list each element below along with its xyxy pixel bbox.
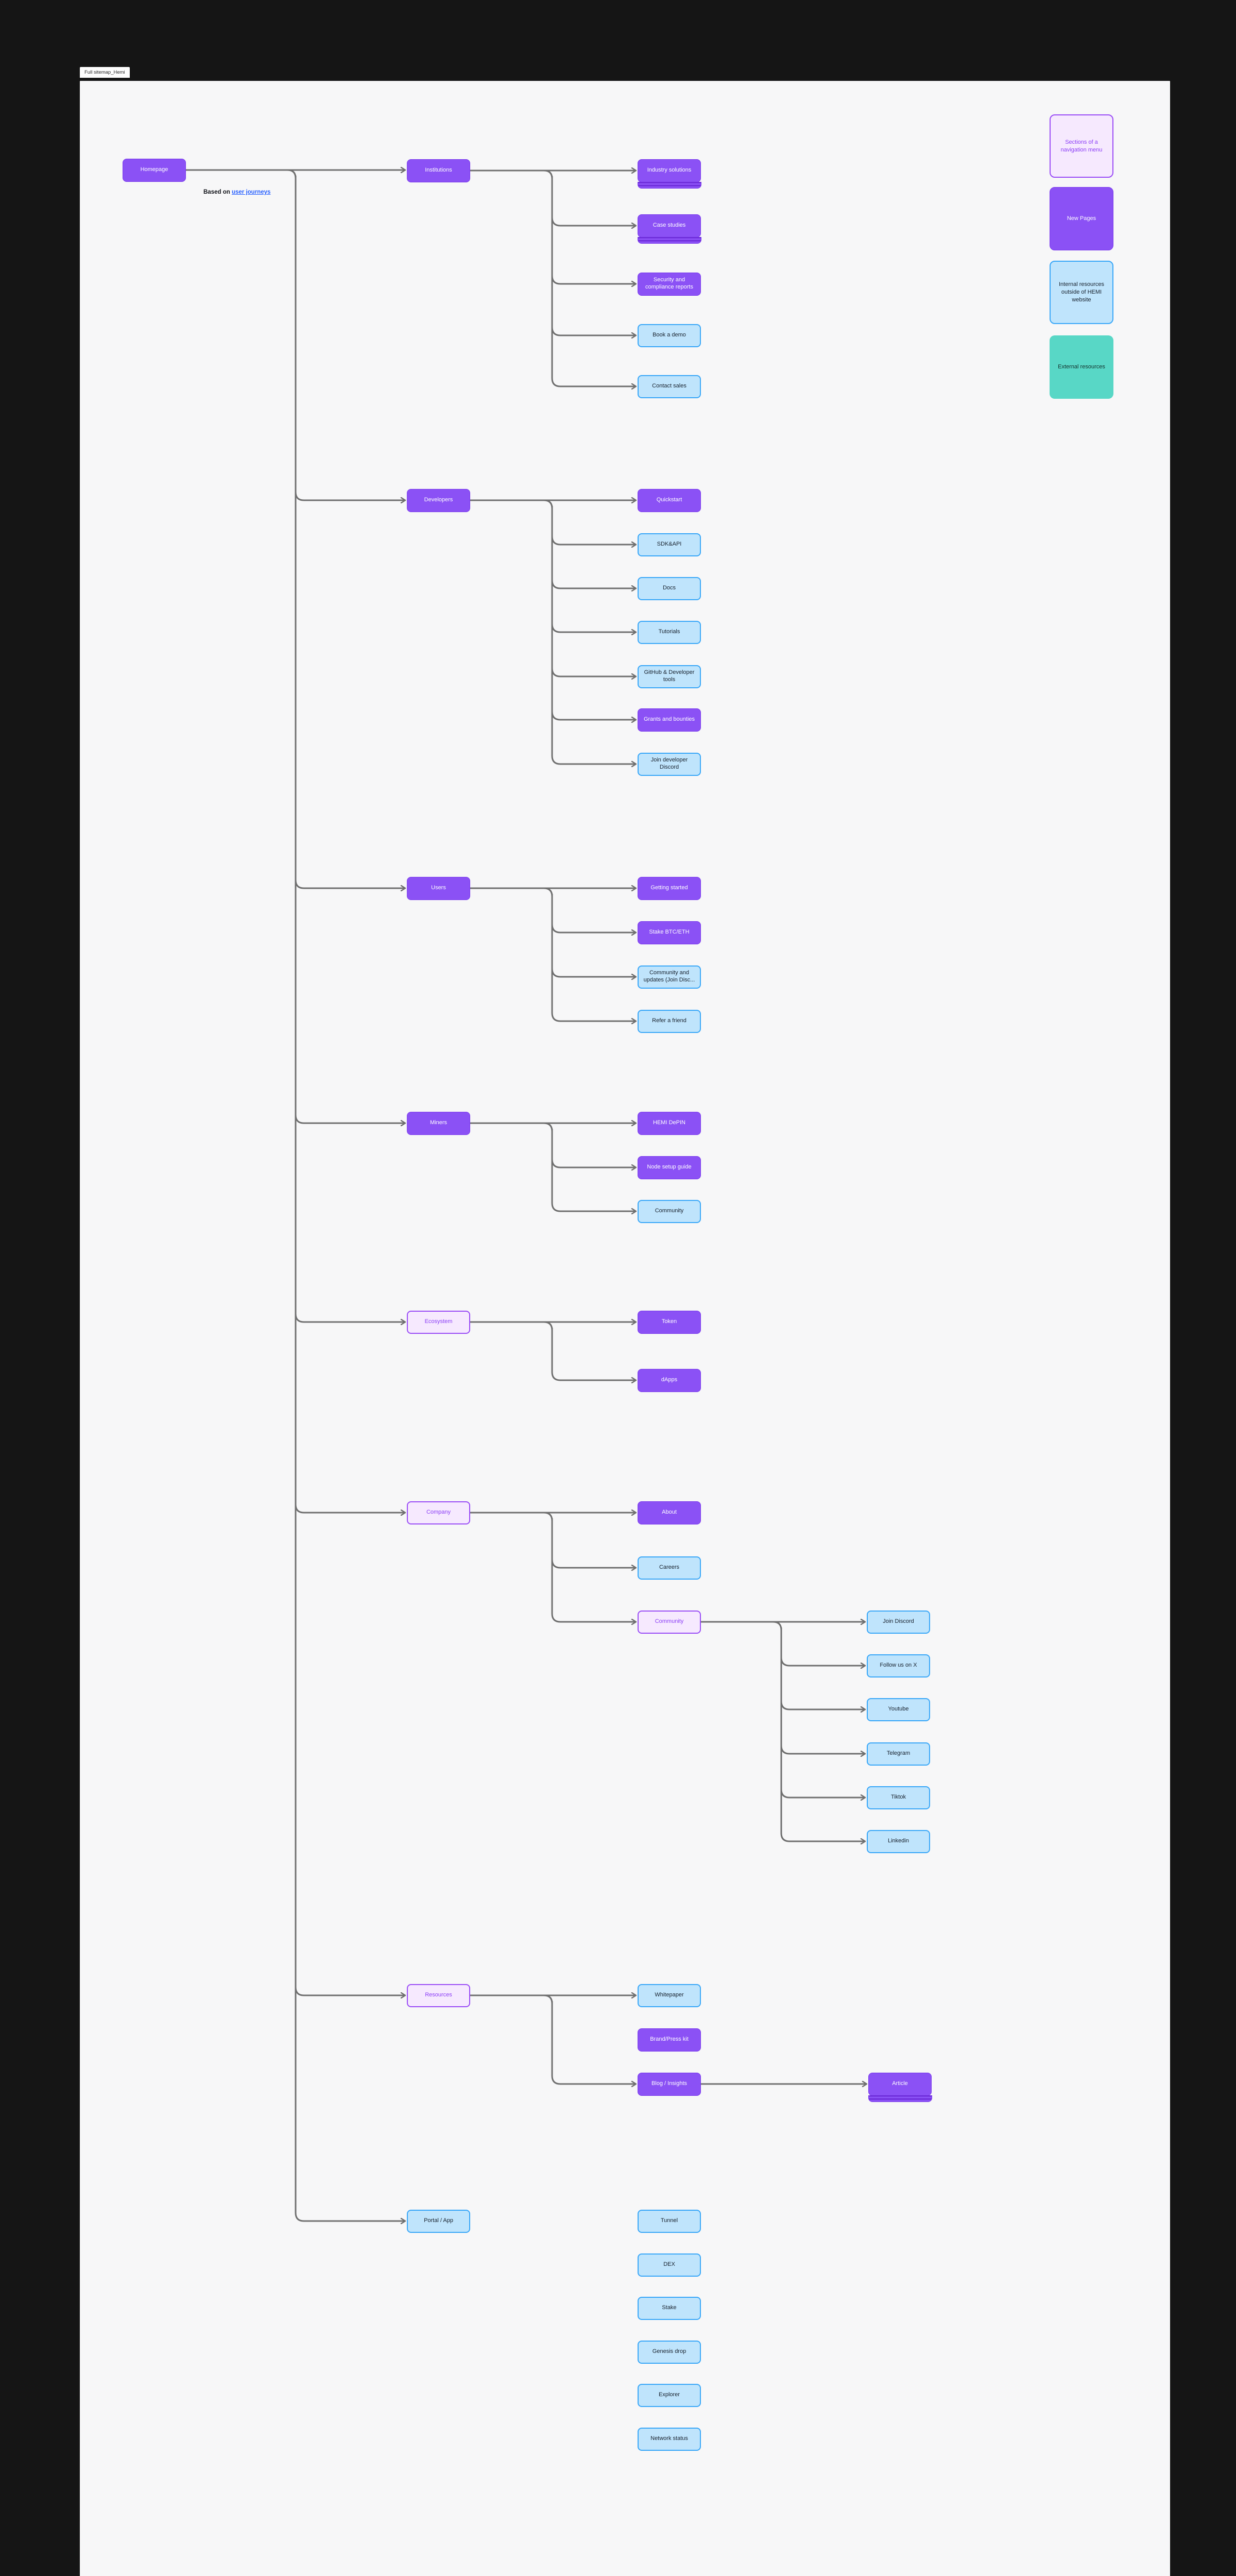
node-dex[interactable]: DEX xyxy=(638,2253,701,2277)
node-book_demo[interactable]: Book a demo xyxy=(638,324,701,347)
node-users[interactable]: Users xyxy=(407,876,470,900)
node-hemi_depin[interactable]: HEMI DePIN xyxy=(638,1111,701,1135)
node-youtube[interactable]: Youtube xyxy=(867,1698,930,1721)
node-token[interactable]: Token xyxy=(638,1310,701,1334)
node-tiktok[interactable]: Tiktok xyxy=(867,1786,930,1809)
node-about[interactable]: About xyxy=(638,1501,701,1524)
node-company[interactable]: Company xyxy=(407,1501,470,1524)
node-miners_community[interactable]: Community xyxy=(638,1199,701,1223)
node-miners[interactable]: Miners xyxy=(407,1111,470,1135)
legend-item-3[interactable]: Internal resources outside of HEMI websi… xyxy=(1050,261,1113,324)
node-ecosystem[interactable]: Ecosystem xyxy=(407,1310,470,1334)
node-case_studies[interactable]: Case studies xyxy=(637,214,701,244)
node-docs[interactable]: Docs xyxy=(638,577,701,600)
diagram-canvas[interactable]: Based on user journeys xyxy=(80,81,1170,2576)
node-ind_solutions[interactable]: Industry solutions xyxy=(637,159,701,189)
node-developers[interactable]: Developers xyxy=(407,488,470,512)
node-tutorials[interactable]: Tutorials xyxy=(638,620,701,644)
node-blog[interactable]: Blog / Insights xyxy=(638,2072,701,2096)
node-stake_btc[interactable]: Stake BTC/ETH xyxy=(638,921,701,944)
node-article[interactable]: Article xyxy=(868,2072,932,2102)
based-on-note: Based on user journeys xyxy=(203,189,270,195)
node-portal[interactable]: Portal / App xyxy=(407,2209,470,2233)
node-brand_kit[interactable]: Brand/Press kit xyxy=(638,2028,701,2052)
node-homepage[interactable]: Homepage xyxy=(123,158,186,182)
node-refer_friend[interactable]: Refer a friend xyxy=(638,1009,701,1033)
node-explorer[interactable]: Explorer xyxy=(638,2383,701,2407)
node-telegram[interactable]: Telegram xyxy=(867,1742,930,1766)
legend-item-2[interactable]: New Pages xyxy=(1050,187,1113,250)
node-security[interactable]: Security and compliance reports xyxy=(638,272,701,296)
node-genesis[interactable]: Genesis drop xyxy=(638,2340,701,2364)
node-join_dev_discord[interactable]: Join developer Discord xyxy=(638,752,701,776)
user-journeys-link[interactable]: user journeys xyxy=(231,189,271,195)
node-sdk_api[interactable]: SDK&API xyxy=(638,533,701,556)
node-join_discord[interactable]: Join Discord xyxy=(867,1610,930,1634)
node-institutions[interactable]: Institutions xyxy=(407,159,470,182)
node-stake[interactable]: Stake xyxy=(638,2296,701,2320)
node-network_status[interactable]: Network status xyxy=(638,2427,701,2451)
node-resources[interactable]: Resources xyxy=(407,1984,470,2007)
node-follow_x[interactable]: Follow us on X xyxy=(867,1654,930,1677)
node-company_community[interactable]: Community xyxy=(638,1610,701,1634)
board-tab-title: Full sitemap_Hemi xyxy=(80,67,130,78)
node-careers[interactable]: Careers xyxy=(638,1556,701,1580)
node-linkedin[interactable]: Linkedin xyxy=(867,1829,930,1853)
node-dapps[interactable]: dApps xyxy=(638,1368,701,1392)
node-community_updates[interactable]: Community and updates (Join Disc... xyxy=(638,965,701,989)
legend-item-4[interactable]: External resources xyxy=(1050,335,1113,399)
note-prefix: Based on xyxy=(203,189,232,195)
legend-item-1[interactable]: Sections of a navigation menu xyxy=(1050,114,1113,178)
node-node_setup[interactable]: Node setup guide xyxy=(638,1156,701,1179)
node-getting_started[interactable]: Getting started xyxy=(638,876,701,900)
node-github_tools[interactable]: GitHub & Developer tools xyxy=(638,665,701,688)
node-tunnel[interactable]: Tunnel xyxy=(638,2209,701,2233)
node-whitepaper[interactable]: Whitepaper xyxy=(638,1984,701,2007)
node-grants[interactable]: Grants and bounties xyxy=(638,708,701,732)
node-contact_sales[interactable]: Contact sales xyxy=(638,375,701,398)
node-quickstart[interactable]: Quickstart xyxy=(638,488,701,512)
